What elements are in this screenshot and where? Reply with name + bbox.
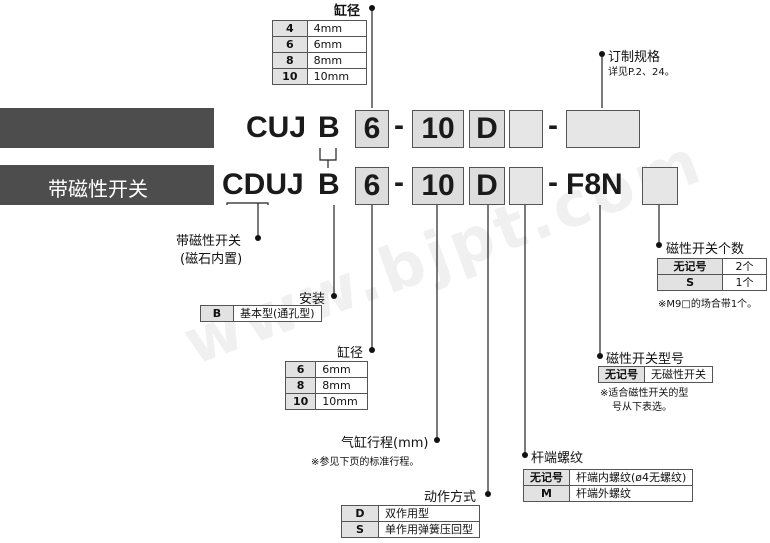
model-top-mount: B [318, 111, 340, 144]
custom-spec-title: 订制规格 [608, 50, 661, 65]
table-row: 无记号无磁性开关 [598, 366, 713, 383]
bore-top-title: 缸径 [334, 4, 361, 19]
model-top-dash1: - [394, 109, 404, 142]
switch-type-note1: ※适合磁性开关的型 [600, 388, 689, 399]
model-bottom-switch-qty [642, 167, 678, 205]
mounting-title: 安装 [299, 292, 326, 307]
model-top-action: D [469, 110, 505, 148]
with-switch-line1: 带磁性开关 [176, 234, 242, 249]
custom-spec-note: 详见P.2、24。 [608, 67, 675, 78]
model-top-rod [509, 110, 543, 148]
model-bottom-bore: 6 [355, 167, 389, 205]
model-bottom-rod [509, 167, 543, 205]
model-bottom-mount: B [318, 168, 340, 201]
table-row: 无记号杆端内螺纹(ø4无螺纹) [523, 469, 694, 486]
model-top-prefix: CUJ [246, 111, 307, 144]
stroke-title: 气缸行程(mm) [341, 436, 429, 451]
model-bottom-dash1: - [394, 166, 404, 199]
action-title: 动作方式 [424, 490, 477, 505]
bore-bottom-title: 缸径 [337, 346, 364, 361]
switch-type-title: 磁性开关型号 [606, 352, 685, 367]
switch-type-note2: 号从下表选。 [612, 402, 672, 413]
model-top-dash2: - [548, 109, 558, 142]
model-bottom-action: D [469, 167, 505, 205]
model-top-bar [0, 108, 214, 148]
model-bottom-prefix: CDUJ [222, 168, 304, 201]
switch-qty-note: ※M9□的场合带1个。 [658, 299, 758, 310]
model-top-custom [566, 110, 640, 148]
model-bottom-switch: F8N [566, 168, 623, 201]
stroke-note: ※参见下页的标准行程。 [311, 457, 420, 468]
rod-thread-title: 杆端螺纹 [531, 451, 584, 466]
model-bottom-stroke: 10 [412, 167, 464, 205]
switch-type-table: 无记号无磁性开关 [598, 366, 713, 383]
with-switch-line2: (磁石内置) [180, 252, 243, 267]
model-bottom-dash2: - [548, 166, 558, 199]
switch-qty-title: 磁性开关个数 [666, 242, 745, 257]
model-top-bore: 6 [355, 110, 389, 148]
model-top-stroke: 10 [412, 110, 464, 148]
model-bottom-label: 带磁性开关 [48, 177, 148, 201]
model-bottom-bar: 带磁性开关 [0, 165, 214, 205]
